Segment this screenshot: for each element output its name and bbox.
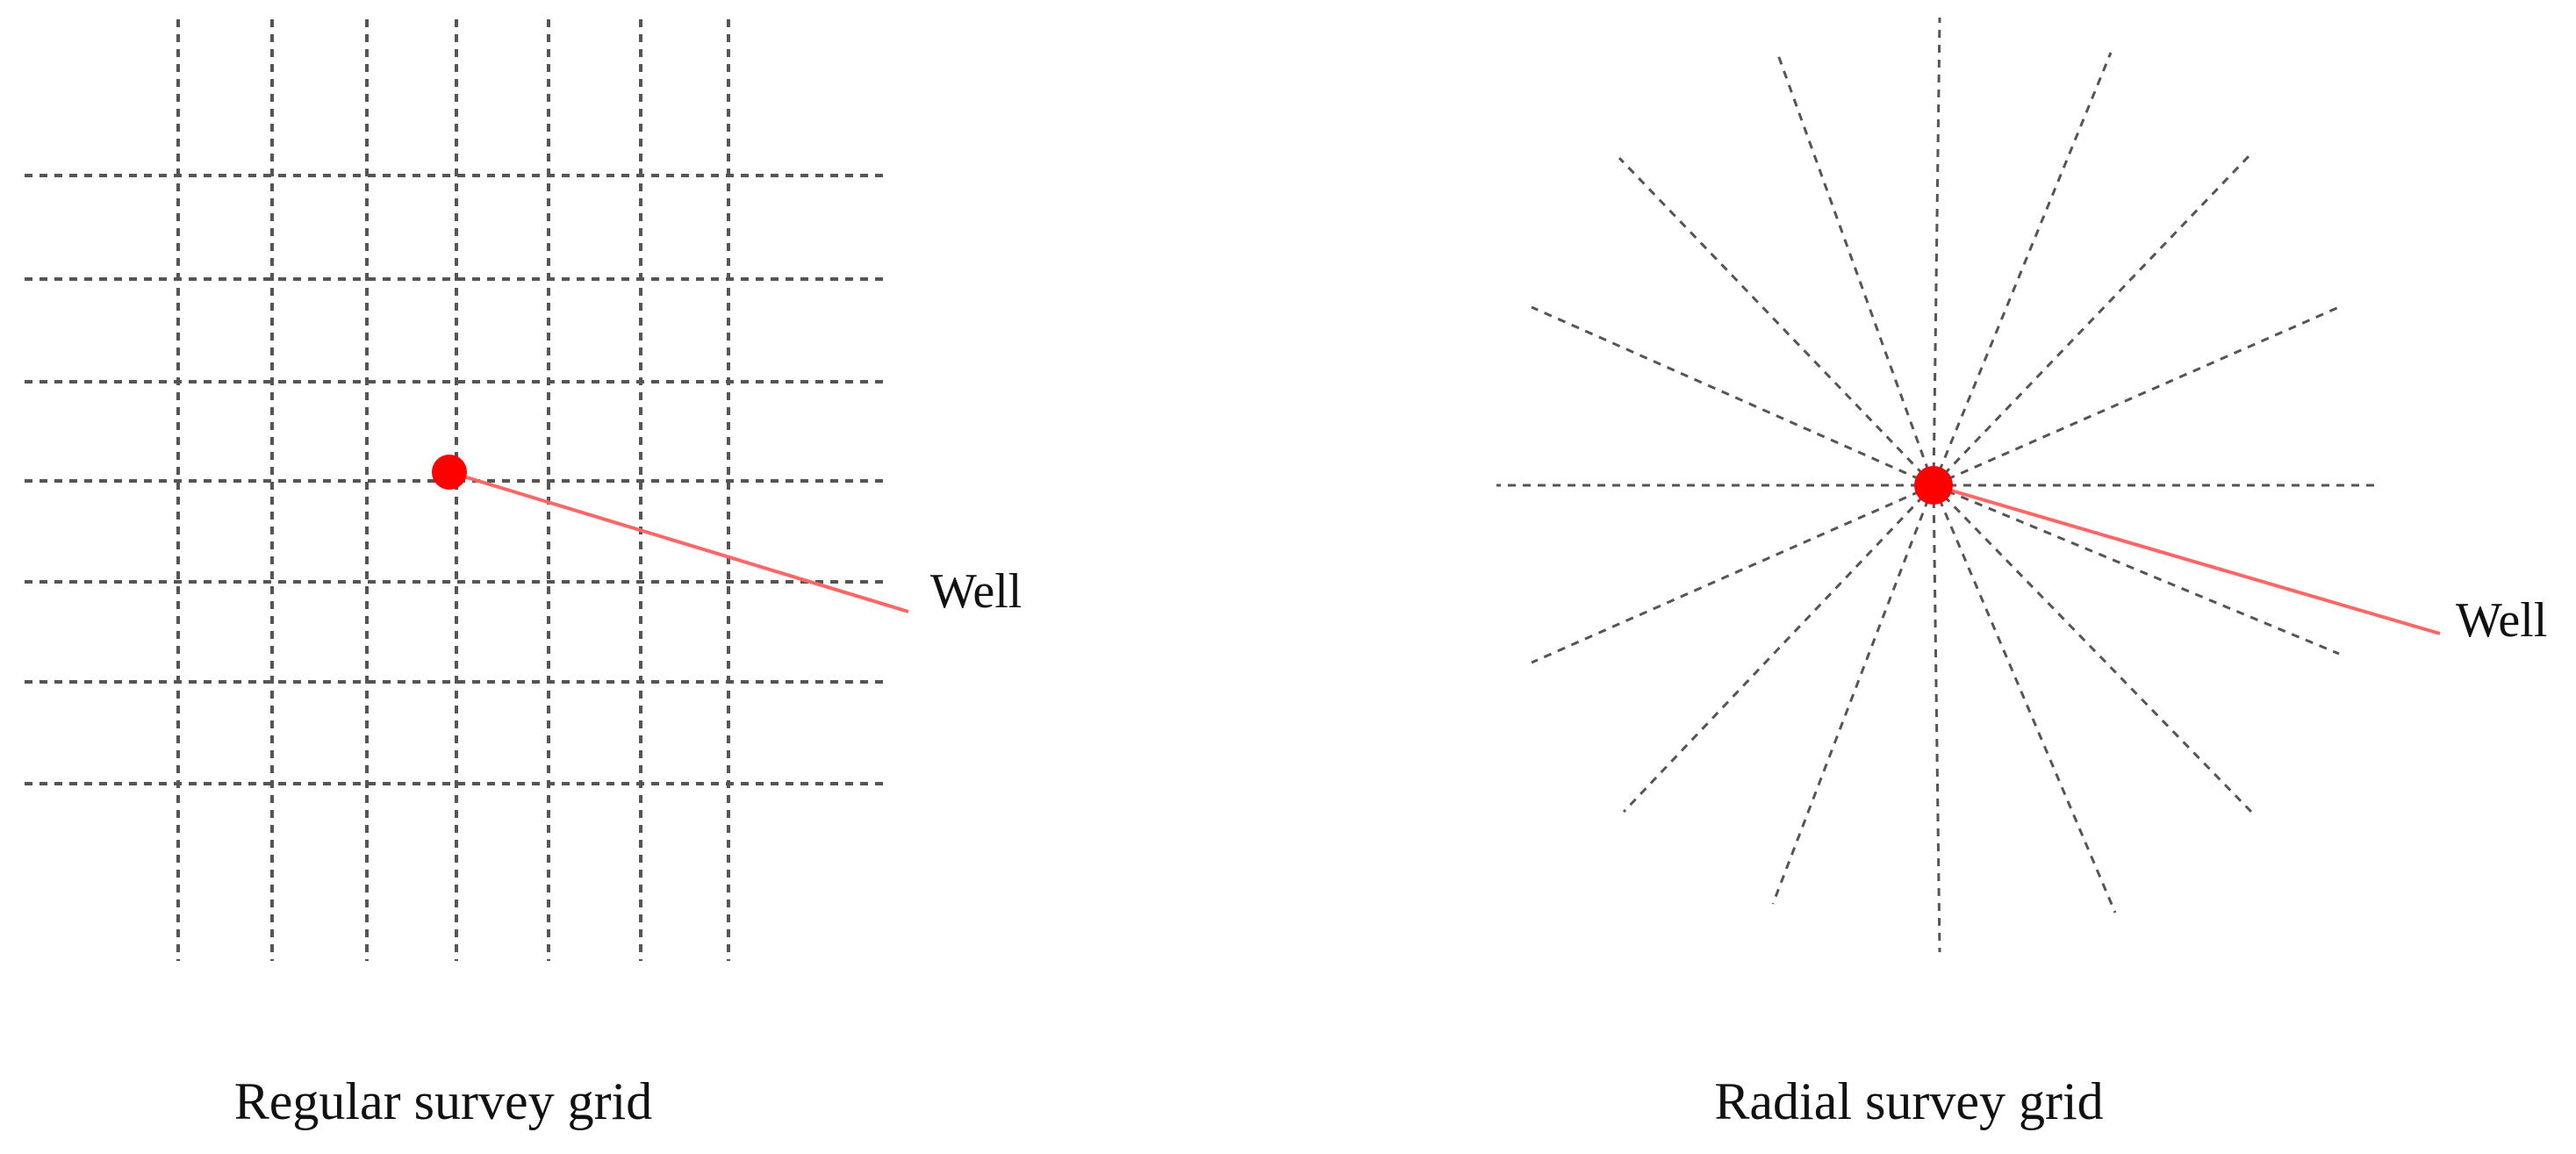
radial-grid-spoke xyxy=(1531,484,1934,664)
radial-grid-spoke xyxy=(1531,305,1934,487)
radial-grid-spoke xyxy=(1622,484,1935,814)
right-well-trajectory xyxy=(1933,484,2441,635)
radial-grid-spoke xyxy=(1776,52,1935,486)
radial-grid-spoke xyxy=(1932,152,2253,487)
left-well-marker xyxy=(432,455,467,490)
radial-survey-grid xyxy=(1496,17,2379,953)
radial-grid-spoke xyxy=(1932,52,2113,486)
radial-grid-spoke xyxy=(1932,484,2117,914)
radial-grid-spoke xyxy=(1932,484,2253,814)
radial-grid-spoke xyxy=(1618,156,1935,487)
left-well-trajectory xyxy=(448,470,909,613)
radial-grid-spoke xyxy=(1933,305,2340,487)
right-caption: Radial survey grid xyxy=(1714,1072,2103,1130)
radial-grid-spoke xyxy=(1933,484,2340,656)
right-well-marker xyxy=(1914,466,1953,505)
radial-grid-spoke xyxy=(1771,484,1935,905)
left-well-label: Well xyxy=(930,564,1022,619)
radial-grid-spoke xyxy=(1932,484,1941,953)
regular-survey-grid xyxy=(25,19,886,961)
right-well-label: Well xyxy=(2456,593,2547,648)
left-caption: Regular survey grid xyxy=(234,1072,653,1130)
radial-grid-spoke xyxy=(1932,17,1941,486)
